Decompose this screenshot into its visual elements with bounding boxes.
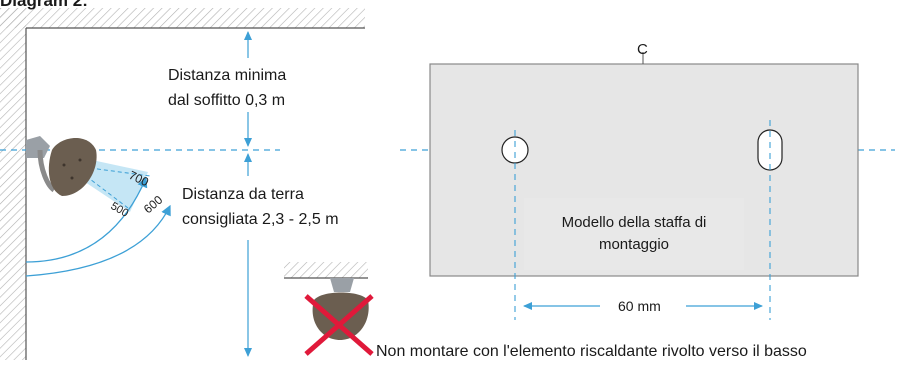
arc-label-600: 600 — [141, 192, 166, 216]
warning-text: Non montare con l'elemento riscaldante r… — [376, 343, 807, 360]
floor-distance-label-line2: consigliata 2,3 - 2,5 m — [182, 211, 339, 228]
floor-distance-label-line1: Distanza da terra — [182, 186, 304, 203]
mounting-hole-left — [501, 130, 529, 320]
template-label-line2: montaggio — [598, 236, 670, 253]
hole-spacing-label: 60 mm — [618, 298, 661, 314]
template-label-line1: Modello della staffa di — [561, 214, 707, 231]
prohibited-cross-icon — [304, 294, 374, 356]
ceiling-distance-label-line2: dal soffitto 0,3 m — [168, 92, 286, 109]
mounting-hole-right — [757, 120, 783, 320]
ceiling-distance-arrow — [244, 31, 252, 147]
floor-distance-arrow — [244, 153, 252, 357]
diagram-title: Diagram 2: — [0, 0, 88, 10]
heat-coverage — [25, 160, 171, 277]
template-center-mark: C — [637, 41, 648, 58]
ceiling-wall — [0, 8, 365, 360]
ceiling-distance-label-line1: Distanza minima — [168, 67, 287, 84]
hole-spacing-dimension — [523, 302, 763, 310]
arc-label: 600 — [141, 192, 166, 216]
heater-wall-mounted — [26, 136, 97, 196]
heater-wrong-orientation — [284, 262, 369, 340]
template-label: Modello della staffa di montaggio — [524, 198, 744, 270]
